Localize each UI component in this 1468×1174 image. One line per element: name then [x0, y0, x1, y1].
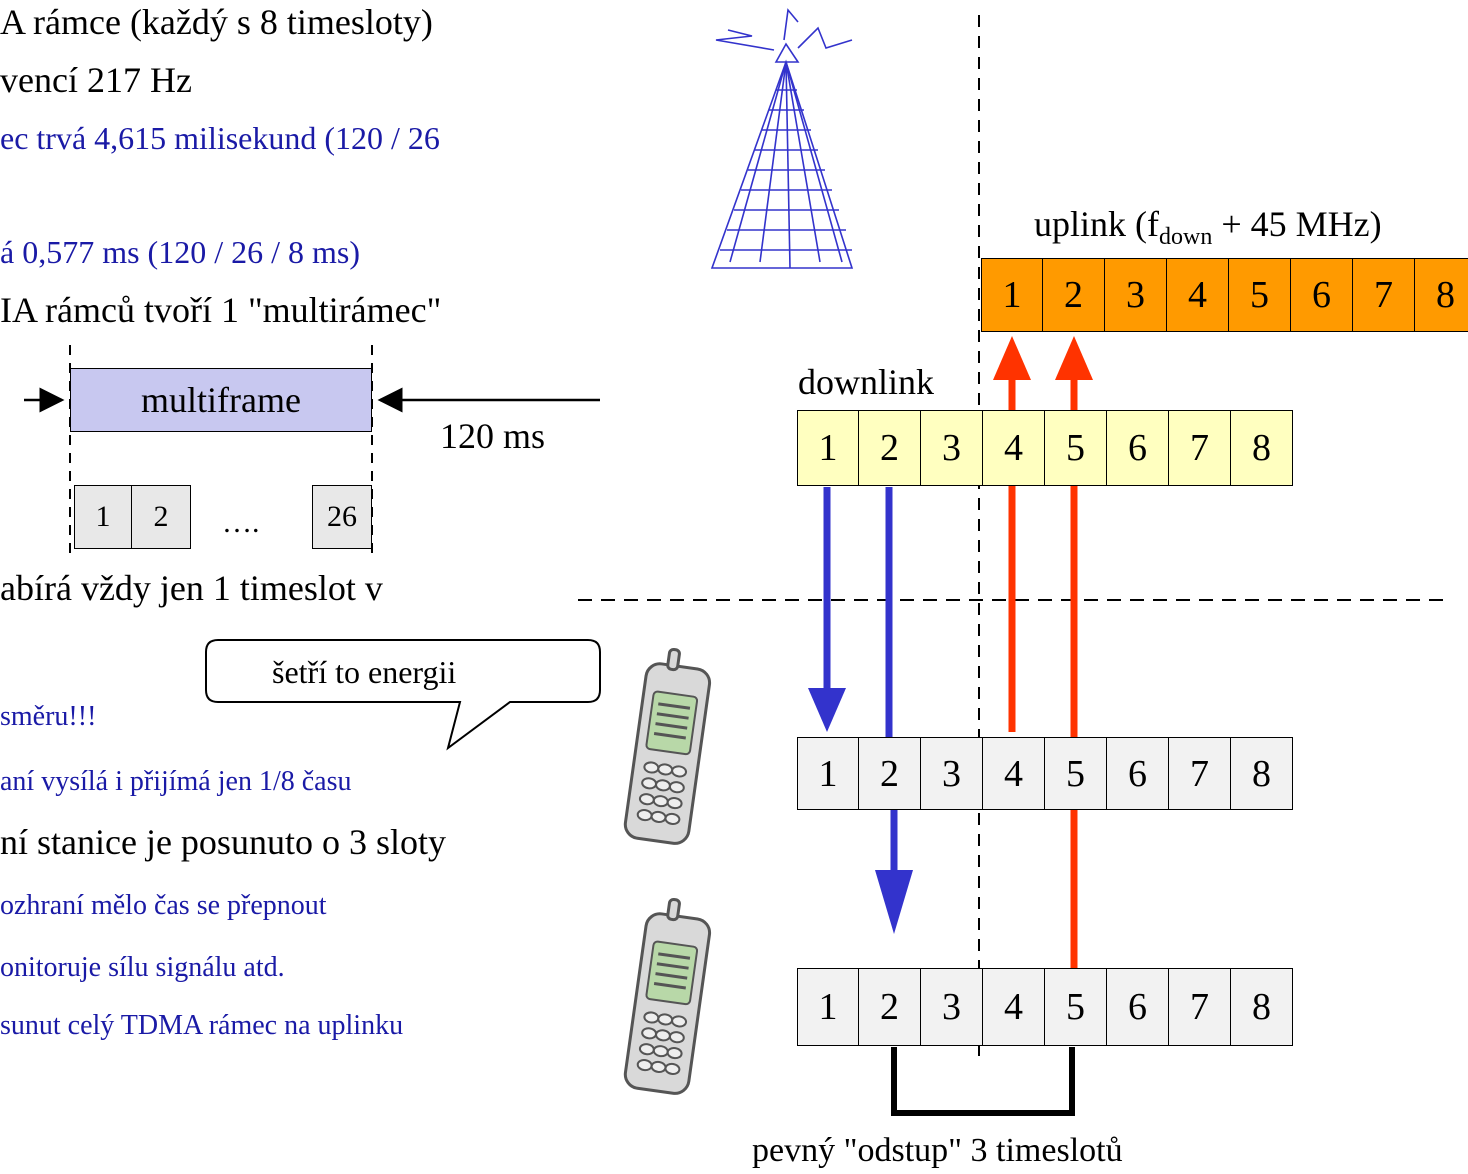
- mobile-phone-1-icon: [623, 647, 712, 845]
- antenna-tower-icon: [710, 8, 854, 269]
- mobile-1-slot-8: 8: [1231, 737, 1293, 810]
- text-line-4: á 0,577 ms (120 / 26 / 8 ms): [0, 234, 360, 270]
- mobile-2-slot-5: 5: [1045, 968, 1107, 1046]
- uplink-slot-8: 8: [1415, 258, 1468, 332]
- uplink-slot-4: 4: [1167, 258, 1229, 332]
- text-line-9: ní stanice je posunuto o 3 sloty: [0, 822, 446, 862]
- uplink-label: uplink (fdown + 45 MHz): [1034, 204, 1382, 251]
- downlink-slot-7: 7: [1169, 410, 1231, 486]
- mobile-2-slot-8: 8: [1231, 968, 1293, 1046]
- uplink-arrow-1-head: [993, 336, 1031, 380]
- uplink-slot-5: 5: [1229, 258, 1291, 332]
- mobile-1-slot-1: 1: [797, 737, 859, 810]
- mobile-2-slot-1: 1: [797, 968, 859, 1046]
- uplink-slot-3: 3: [1105, 258, 1167, 332]
- downlink-slot-8: 8: [1231, 410, 1293, 486]
- frame-2: 2: [131, 485, 191, 549]
- multiframe-duration: 120 ms: [440, 416, 546, 456]
- text-line-8: aní vysílá i přijímá jen 1/8 času: [0, 766, 352, 797]
- frame-1: 1: [74, 485, 132, 549]
- text-line-3: ec trvá 4,615 milisekund (120 / 26: [0, 120, 440, 156]
- mobile-2-slot-4: 4: [983, 968, 1045, 1046]
- mobile-1-slot-5: 5: [1045, 737, 1107, 810]
- downlink-slot-3: 3: [921, 410, 983, 486]
- offset-label: pevný "odstup" 3 timeslotů: [752, 1132, 1123, 1169]
- downlink-arrow-1-head: [808, 688, 846, 732]
- mobile-2-slot-7: 7: [1169, 968, 1231, 1046]
- text-line-1: A rámce (každý s 8 timesloty): [0, 2, 433, 42]
- text-line-11: onitoruje sílu signálu atd.: [0, 952, 285, 983]
- mobile-1-slot-7: 7: [1169, 737, 1231, 810]
- uplink-arrow-2-head: [1055, 336, 1093, 380]
- text-line-6: abírá vždy jen 1 timeslot v: [0, 568, 383, 608]
- text-line-12: sunut celý TDMA rámec na uplinku: [0, 1010, 404, 1041]
- mobile-1-slot-6: 6: [1107, 737, 1169, 810]
- downlink-arrow-2-head: [875, 870, 913, 934]
- callout-text: šetří to energii: [272, 654, 457, 690]
- text-line-5: IA rámců tvoří 1 "multirámec": [0, 290, 442, 330]
- mobile-1-slot-3: 3: [921, 737, 983, 810]
- mobile-1-slot-4: 4: [983, 737, 1045, 810]
- downlink-label: downlink: [798, 362, 935, 402]
- mobile-2-frame: 1 2 3 4 5 6 7 8: [797, 968, 1293, 1046]
- mobile-phone-2-icon: [623, 897, 712, 1095]
- uplink-slot-2: 2: [1043, 258, 1105, 332]
- downlink-slot-6: 6: [1107, 410, 1169, 486]
- callout-bubble: [205, 639, 601, 751]
- downlink-slot-5: 5: [1045, 410, 1107, 486]
- mobile-2-slot-2: 2: [859, 968, 921, 1046]
- text-line-10: ozhraní mělo čas se přepnout: [0, 890, 327, 921]
- frame-ellipsis: ….: [222, 506, 260, 539]
- mobile-1-frame: 1 2 3 4 5 6 7 8: [797, 737, 1293, 810]
- downlink-slot-1: 1: [797, 410, 859, 486]
- text-line-7: směru!!!: [0, 701, 97, 732]
- uplink-slot-6: 6: [1291, 258, 1353, 332]
- mobile-2-slot-6: 6: [1107, 968, 1169, 1046]
- offset-bracket: [891, 1047, 1075, 1116]
- uplink-slot-1: 1: [981, 258, 1043, 332]
- downlink-frame: 1 2 3 4 5 6 7 8: [797, 410, 1293, 486]
- uplink-slot-7: 7: [1353, 258, 1415, 332]
- downlink-slot-4: 4: [983, 410, 1045, 486]
- multiframe-box: multiframe: [70, 368, 372, 432]
- mobile-2-slot-3: 3: [921, 968, 983, 1046]
- text-line-2: vencí 217 Hz: [0, 60, 192, 100]
- downlink-slot-2: 2: [859, 410, 921, 486]
- uplink-frame: 1 2 3 4 5 6 7 8: [981, 258, 1468, 332]
- mobile-1-slot-2: 2: [859, 737, 921, 810]
- frame-26: 26: [312, 485, 372, 549]
